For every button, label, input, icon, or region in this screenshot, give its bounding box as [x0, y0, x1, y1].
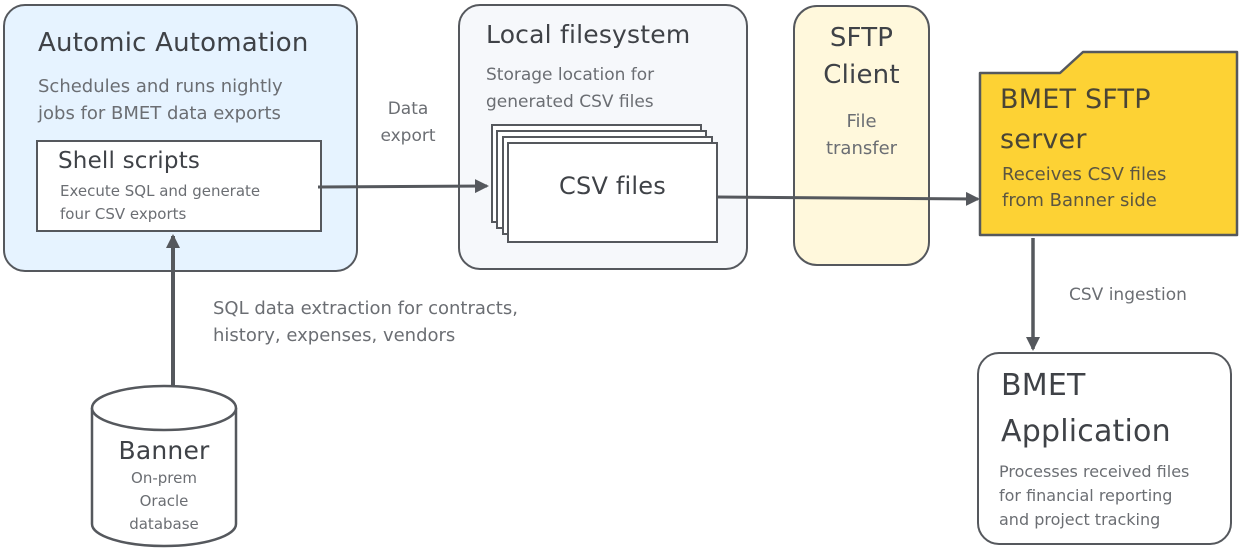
- local-filesystem-title: Local filesystem: [486, 20, 691, 49]
- bmet-application-node[interactable]: BMET Application Processes received file…: [977, 352, 1232, 545]
- sftp-client-title-line-2: Client: [823, 60, 900, 90]
- edge-label-data-export-line-2: export: [380, 126, 436, 146]
- banner-database-cylinder-shape: [90, 384, 238, 548]
- shell-scripts-node[interactable]: Shell scripts Execute SQL and generate f…: [36, 140, 322, 232]
- bmet-application-desc-line-1: Processes received files: [999, 462, 1190, 481]
- sftp-server-folder-shape: [978, 50, 1239, 237]
- bmet-application-desc-line-2: for financial reporting: [999, 486, 1173, 505]
- shell-scripts-desc-line-2: four CSV exports: [60, 205, 187, 223]
- sftp-server-desc-line-1: Receives CSV files: [1002, 164, 1167, 185]
- csv-files-node[interactable]: CSV files: [507, 142, 718, 243]
- shell-scripts-title: Shell scripts: [58, 148, 201, 174]
- shell-scripts-desc-line-1: Execute SQL and generate: [60, 182, 261, 200]
- csv-files-title: CSV files: [559, 172, 666, 200]
- banner-desc-line-2: Oracle: [139, 492, 189, 510]
- sftp-client-node[interactable]: SFTP Client File transfer: [793, 5, 930, 266]
- banner-desc-line-1: On-prem: [131, 469, 197, 487]
- edge-label-sql-extraction-line-2: history, expenses, vendors: [213, 325, 456, 346]
- bmet-application-desc-line-3: and project tracking: [999, 510, 1161, 529]
- local-filesystem-desc-line-1: Storage location for: [486, 65, 655, 85]
- local-filesystem-desc-line-2: generated CSV files: [486, 92, 654, 112]
- banner-database-node[interactable]: Banner On-prem Oracle database: [88, 384, 240, 550]
- edge-label-csv-ingestion: CSV ingestion: [1069, 285, 1187, 305]
- sftp-server-node[interactable]: BMET SFTP server Receives CSV files from…: [978, 50, 1240, 238]
- sftp-client-desc-line-1: File: [846, 111, 877, 132]
- edge-label-sql-extraction-line-1: SQL data extraction for contracts,: [213, 298, 518, 319]
- banner-title: Banner: [118, 436, 210, 465]
- automic-automation-title: Automic Automation: [38, 28, 309, 58]
- automic-automation-desc-line-1: Schedules and runs nightly: [38, 76, 283, 97]
- bmet-application-title-line-1: BMET: [1001, 368, 1086, 403]
- sftp-server-desc-line-2: from Banner side: [1002, 190, 1157, 211]
- banner-desc-line-3: database: [129, 515, 199, 533]
- automic-automation-desc-line-2: jobs for BMET data exports: [38, 103, 281, 124]
- sftp-server-title-line-1: BMET SFTP: [1000, 84, 1151, 115]
- bmet-application-title-line-2: Application: [1001, 414, 1171, 449]
- sftp-client-desc-line-2: transfer: [825, 138, 898, 159]
- sftp-client-title-line-1: SFTP: [829, 23, 894, 53]
- edge-label-data-export-line-1: Data: [387, 99, 429, 119]
- sftp-server-title-line-2: server: [1000, 124, 1087, 155]
